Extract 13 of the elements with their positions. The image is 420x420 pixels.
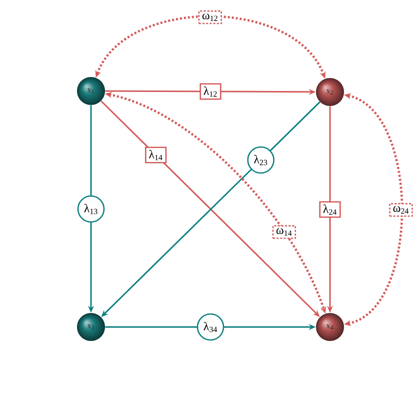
node-label: x$_{4}$ bbox=[326, 324, 334, 330]
edge-label: λ$_{12}$ bbox=[200, 83, 222, 100]
edge-label: λ$_{23}$ bbox=[247, 146, 274, 174]
edge-label: ω$_{12}$ bbox=[198, 10, 222, 24]
edge-label: ω$_{24}$ bbox=[389, 203, 413, 217]
edge-label: λ$_{14}$ bbox=[145, 146, 167, 164]
edge-label: ω$_{14}$ bbox=[272, 225, 296, 239]
node-label: x$_{2}$ bbox=[326, 90, 333, 94]
node-label: x$_{1}$ bbox=[87, 88, 94, 94]
edge-label: λ$_{34}$ bbox=[196, 313, 224, 341]
edge-label: λ$_{24}$ bbox=[319, 201, 341, 218]
edge-label: λ$_{13}$ bbox=[77, 195, 105, 223]
node-label: x$_{3}$ bbox=[87, 324, 94, 330]
